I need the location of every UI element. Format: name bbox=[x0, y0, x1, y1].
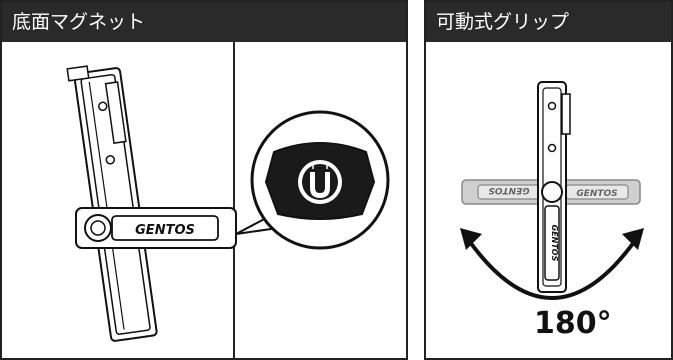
rotation-arrow-icon bbox=[460, 228, 644, 300]
brand-label-right: GENTOS bbox=[576, 189, 617, 199]
magnet-callout bbox=[250, 110, 390, 250]
light-grip: GENTOS bbox=[75, 207, 237, 249]
brand-label-vertical: GENTOS bbox=[550, 225, 559, 262]
magnet-icon bbox=[298, 160, 342, 204]
grip-positions: GENTOS GENTOS bbox=[461, 179, 641, 205]
magnet-panel-title: 底面マグネット bbox=[2, 2, 406, 42]
panel-divider bbox=[233, 42, 235, 358]
brand-label-mirrored: GENTOS bbox=[488, 185, 529, 195]
light-body-vertical: GENTOS bbox=[537, 81, 571, 293]
magnet-panel: 底面マグネット GENTOS bbox=[0, 0, 408, 360]
grip-panel-title: 可動式グリップ bbox=[426, 2, 671, 42]
rotation-angle-label: 180° bbox=[534, 306, 612, 341]
light-grip-illustration: GENTOS GENTOS GENTOS bbox=[460, 81, 644, 300]
grip-panel: 可動式グリップ GENTOS GENTOS GENTOS 180° bbox=[424, 0, 673, 360]
brand-label: GENTOS bbox=[135, 223, 195, 238]
light-magnet-illustration: GENTOS bbox=[66, 65, 390, 342]
light-body bbox=[66, 65, 158, 342]
